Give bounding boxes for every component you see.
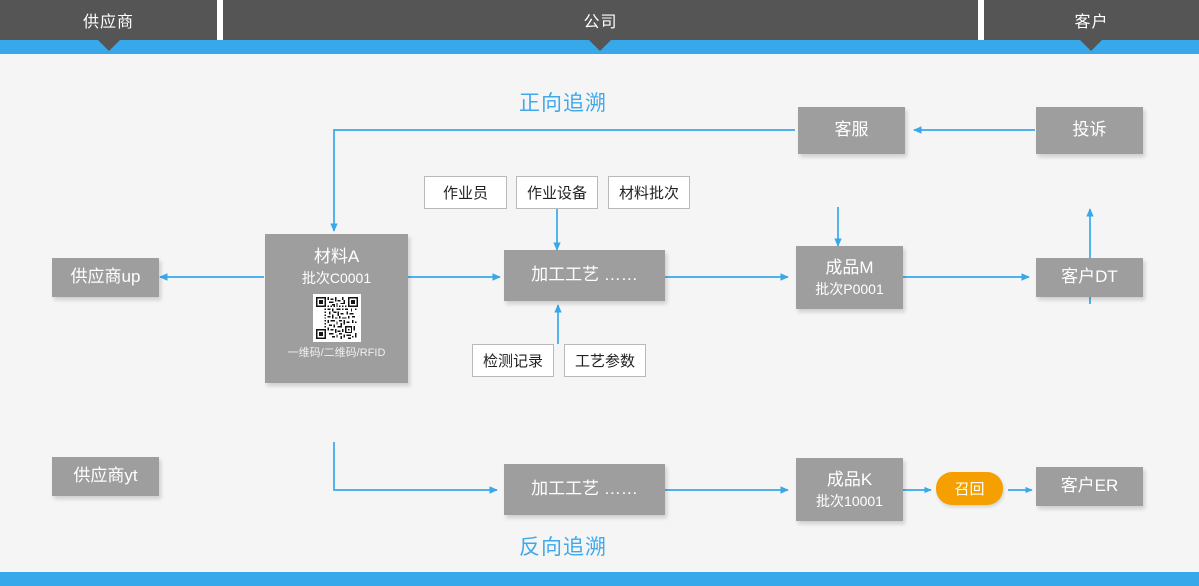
attr-operator[interactable]: 作业员	[424, 176, 507, 209]
node-product-k[interactable]: 成品K 批次10001	[796, 458, 903, 521]
attr-process-param-label: 工艺参数	[574, 353, 635, 370]
node-customer-er[interactable]: 客户ER	[1036, 467, 1143, 506]
attr-process-param[interactable]: 工艺参数	[564, 344, 646, 377]
node-supplier-yt-title: 供应商yt	[73, 466, 138, 486]
node-material-a-caption: 一维码/二维码/RFID	[287, 346, 386, 359]
node-product-m[interactable]: 成品M 批次P0001	[796, 246, 903, 309]
forward-trace-title: 正向追溯	[519, 92, 607, 115]
attr-operator-label: 作业员	[442, 185, 488, 202]
node-material-a-batch: 批次C0001	[301, 269, 372, 286]
lane-supplier-label: 供应商	[82, 14, 134, 31]
node-product-m-batch: 批次P0001	[815, 280, 884, 297]
node-customer-dt-title: 客户DT	[1061, 267, 1118, 287]
swimlane-header: 供应商 公司 客户	[0, 0, 1199, 40]
node-process-bottom[interactable]: 加工工艺 ……	[504, 464, 665, 515]
lane-notch-customer-icon	[1080, 40, 1102, 51]
node-customer-er-title: 客户ER	[1060, 476, 1119, 496]
lane-customer: 客户	[984, 0, 1199, 40]
lane-company-label: 公司	[583, 14, 618, 31]
lane-notch-company-icon	[589, 40, 611, 51]
node-supplier-up[interactable]: 供应商up	[52, 258, 159, 297]
attr-equipment[interactable]: 作业设备	[516, 176, 598, 209]
node-recall-label: 召回	[954, 481, 985, 498]
node-supplier-yt[interactable]: 供应商yt	[52, 457, 159, 496]
diagram-canvas: 正向追溯 反向追溯 供应商up 供应商yt 材料A 批次C0001	[0, 54, 1199, 572]
bottom-accent-strip	[0, 572, 1199, 586]
lane-notch-supplier-icon	[98, 40, 120, 51]
attr-material-lot[interactable]: 材料批次	[608, 176, 690, 209]
node-supplier-up-title: 供应商up	[70, 267, 141, 287]
attr-test-record[interactable]: 检测记录	[472, 344, 554, 377]
lane-supplier: 供应商	[0, 0, 217, 40]
qr-code-icon	[312, 293, 361, 342]
node-process-bottom-title: 加工工艺 ……	[531, 479, 638, 499]
node-process-top-title: 加工工艺 ……	[531, 265, 638, 285]
node-material-a[interactable]: 材料A 批次C0001	[265, 234, 408, 383]
node-complaint[interactable]: 投诉	[1036, 107, 1143, 154]
node-complaint-title: 投诉	[1072, 120, 1107, 140]
node-process-top[interactable]: 加工工艺 ……	[504, 250, 665, 301]
node-product-k-title: 成品K	[826, 469, 873, 489]
node-customer-dt[interactable]: 客户DT	[1036, 258, 1143, 297]
attr-equipment-label: 作业设备	[526, 185, 587, 202]
node-material-a-title: 材料A	[313, 247, 360, 266]
node-product-k-batch: 批次10001	[816, 492, 883, 509]
reverse-trace-title: 反向追溯	[519, 536, 607, 559]
node-customer-service[interactable]: 客服	[798, 107, 905, 154]
node-recall[interactable]: 召回	[936, 472, 1003, 505]
node-customer-service-title: 客服	[834, 120, 869, 140]
lane-company: 公司	[223, 0, 978, 40]
attr-material-lot-label: 材料批次	[618, 185, 679, 202]
attr-test-record-label: 检测记录	[482, 353, 543, 370]
node-product-m-title: 成品M	[825, 257, 874, 277]
lane-customer-label: 客户	[1074, 14, 1109, 31]
